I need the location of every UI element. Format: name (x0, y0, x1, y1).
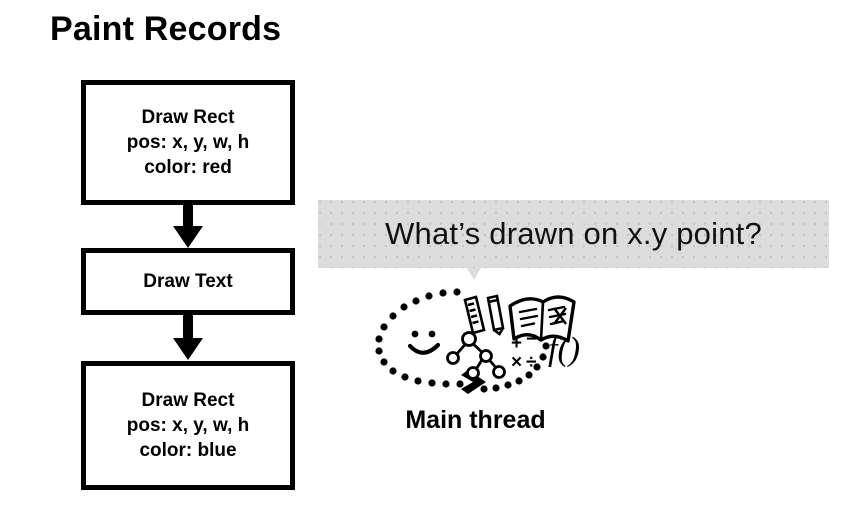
svg-text:×: × (511, 352, 522, 373)
main-thread-label: Main thread (405, 406, 546, 434)
record-line-title: Draw Rect (141, 390, 235, 411)
paint-record-box-draw-rect-red[interactable]: Draw Rect pos: x, y, w, h color: red (81, 80, 295, 205)
binary-tree-icon (446, 331, 506, 380)
svg-text:−: − (526, 329, 537, 350)
arrow-shaft (183, 315, 193, 340)
paint-record-box-draw-rect-blue[interactable]: Draw Rect pos: x, y, w, h color: blue (81, 361, 295, 490)
paint-record-box-draw-text[interactable]: Draw Text (81, 248, 295, 315)
flow-arrow-down-2 (173, 315, 203, 361)
pencil-icon (486, 294, 505, 336)
flow-arrow-down-1 (173, 205, 203, 248)
record-line-pos: pos: x, y, w, h (126, 415, 250, 436)
record-line-title: Draw Text (143, 271, 233, 292)
record-line-title: Draw Rect (141, 107, 235, 128)
record-line-color: color: blue (139, 440, 237, 461)
speech-bubble: What’s drawn on x.y point? (318, 200, 829, 268)
svg-text:÷: ÷ (526, 352, 536, 373)
speech-bubble-text: What’s drawn on x.y point? (385, 216, 762, 251)
math-operators-icon: + − × ÷ (511, 329, 537, 373)
record-line-pos: pos: x, y, w, h (126, 132, 250, 153)
arrow-shaft (183, 205, 193, 228)
smiley-face-icon (407, 330, 441, 355)
arrow-head (173, 226, 203, 248)
ruler-icon (463, 295, 486, 335)
main-thread-illustration: + − × ÷ f() (368, 286, 583, 396)
svg-text:+: + (511, 333, 522, 354)
record-line-color: color: red (144, 157, 232, 178)
page-title: Paint Records (50, 10, 282, 48)
arrow-head (173, 338, 203, 360)
speech-bubble-tail-icon (467, 268, 481, 280)
function-notation-icon: f() (548, 331, 580, 368)
open-book-icon (508, 295, 576, 343)
svg-text:f(): f() (548, 331, 580, 368)
